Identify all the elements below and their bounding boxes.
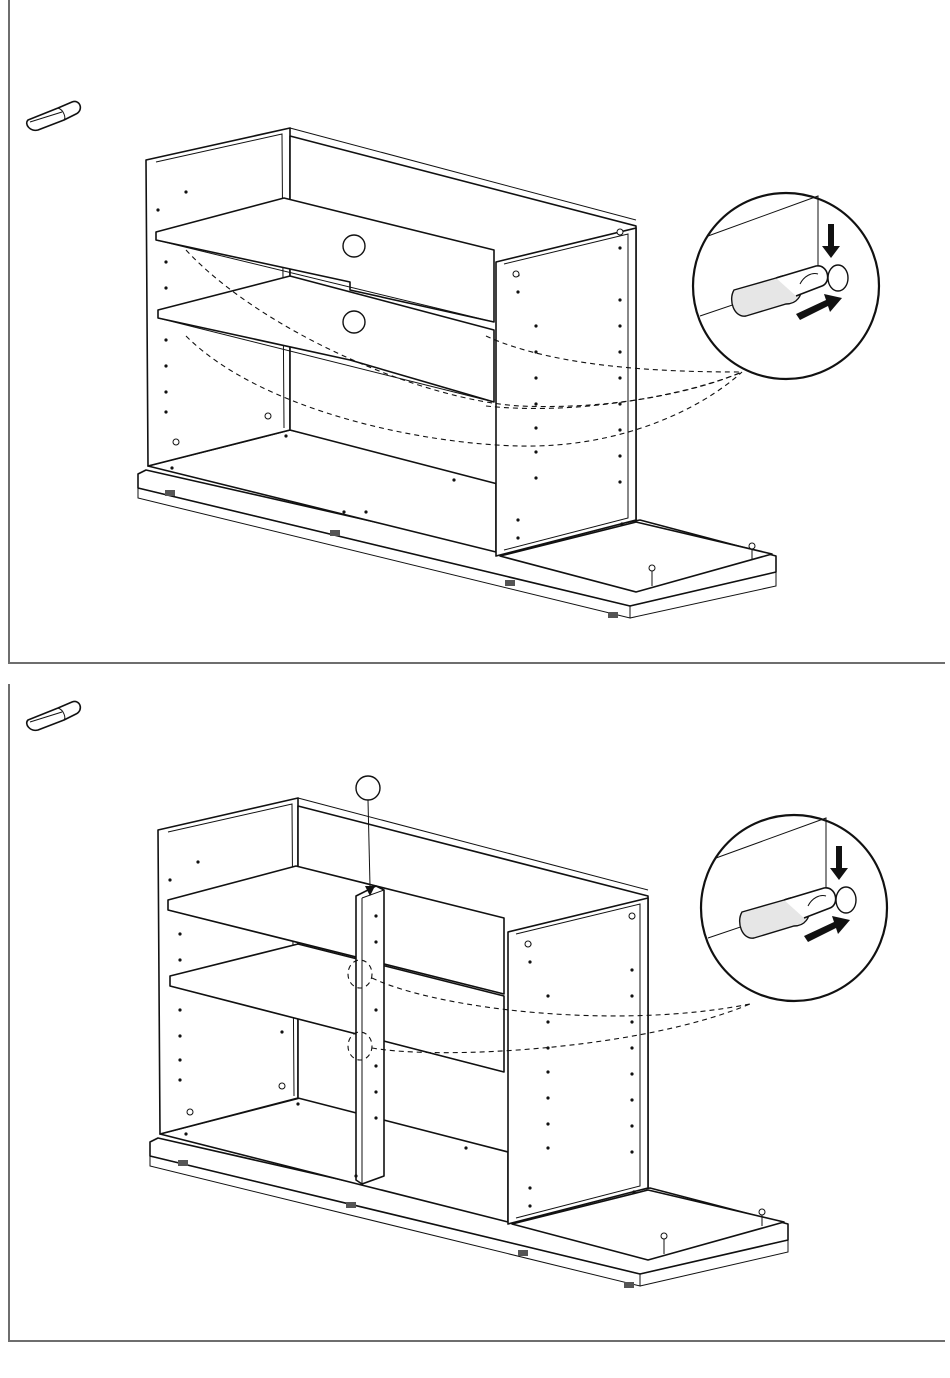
divider-marker <box>356 776 380 800</box>
hole-marker <box>343 311 365 333</box>
shelf-support-pin-icon <box>27 701 81 730</box>
step-2-cabinet <box>150 776 788 1288</box>
step-1-cabinet <box>138 128 776 618</box>
shelf-pin-insertion-detail <box>701 815 887 1001</box>
hole-marker <box>343 235 365 257</box>
step-1-parts-icon <box>27 101 81 130</box>
shelf-support-pin-icon <box>27 101 81 130</box>
step-2-parts-icon <box>27 701 81 730</box>
step-1-detail-view <box>693 193 879 379</box>
shelf-pin-insertion-detail <box>693 193 879 379</box>
step-2-detail-view <box>701 815 887 1001</box>
